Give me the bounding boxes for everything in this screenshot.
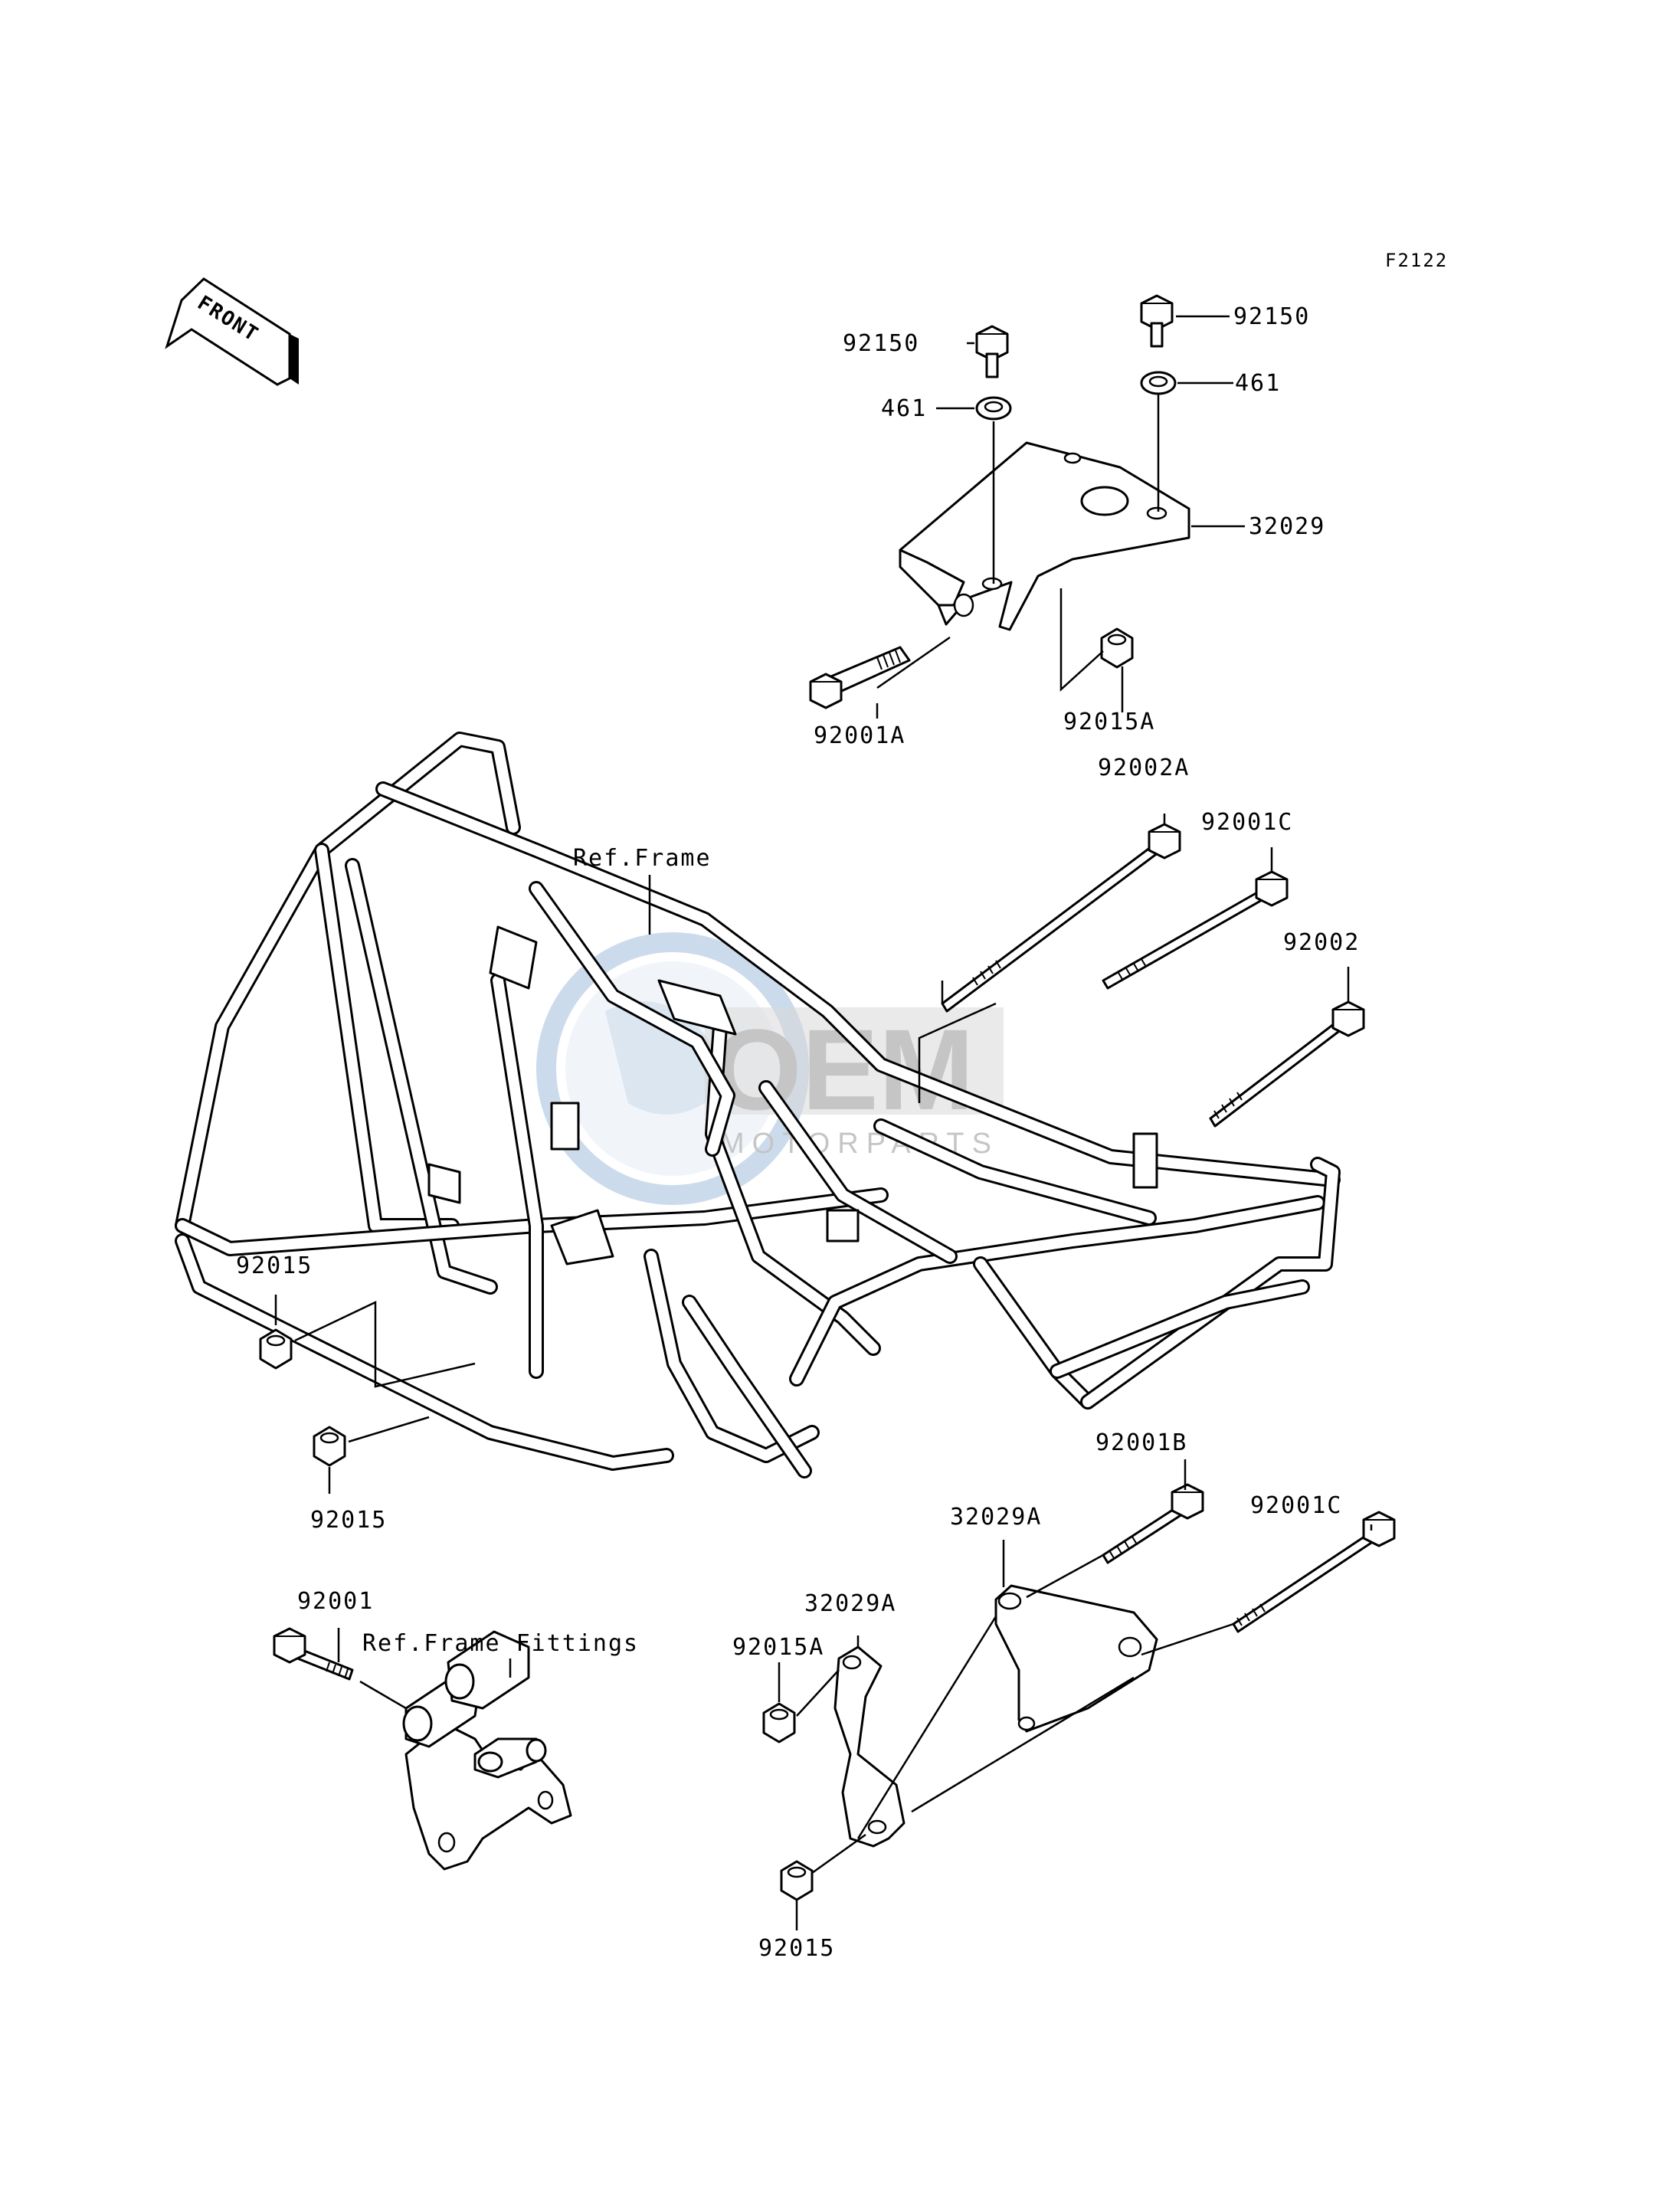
nut-92015A-top-icon <box>1100 627 1134 669</box>
bolt-92001A-icon <box>809 646 911 709</box>
washer-461-left-icon <box>975 396 1012 421</box>
nut-92015-lower-icon <box>313 1426 346 1467</box>
label-92015-upper: 92015 <box>236 1252 313 1279</box>
label-92001B: 92001B <box>1095 1429 1187 1456</box>
upper-bracket-assembly <box>809 294 1245 719</box>
bracket-32029A-upper <box>994 1584 1158 1733</box>
label-32029A-upper: 32029A <box>950 1504 1042 1531</box>
label-92150-right: 92150 <box>1233 303 1310 330</box>
label-92002: 92002 <box>1283 929 1360 956</box>
label-461-right: 461 <box>1235 370 1281 397</box>
bolt-92001C-lower-icon <box>1232 1511 1396 1633</box>
label-92015-bottom: 92015 <box>758 1935 835 1962</box>
nut-92015-upper-icon <box>259 1328 293 1370</box>
bolt-92002A-icon <box>941 823 1181 1013</box>
label-92015A-lower: 92015A <box>732 1634 824 1661</box>
label-32029: 32029 <box>1249 513 1325 540</box>
nut-92015A-lower-icon <box>762 1702 796 1744</box>
label-92015-lower: 92015 <box>310 1507 387 1534</box>
label-92001A: 92001A <box>814 722 905 749</box>
frame-fittings <box>402 1630 572 1871</box>
label-ref-frame: Ref.Frame <box>573 845 712 872</box>
bracket-32029 <box>899 441 1190 631</box>
bolt-92001-icon <box>273 1627 354 1681</box>
main-frame <box>175 732 1341 1478</box>
nut-92015-bottom-icon <box>780 1860 814 1901</box>
bracket-32029A-lower <box>833 1645 905 1848</box>
label-461-left: 461 <box>881 395 927 422</box>
bolt-92001C-upper-icon <box>1102 870 1289 990</box>
label-ref-frame-fittings: Ref.Frame Fittings <box>362 1630 639 1657</box>
label-92001: 92001 <box>297 1588 374 1615</box>
label-92001C-lower: 92001C <box>1250 1492 1342 1519</box>
bolt-92002-icon <box>1209 1000 1365 1128</box>
label-92002A: 92002A <box>1098 755 1190 781</box>
label-32029A-lower: 32029A <box>804 1590 896 1617</box>
label-92150-left: 92150 <box>843 330 919 357</box>
diagram-code: F2122 <box>1385 250 1448 271</box>
bolt-92001B-icon <box>1102 1483 1204 1564</box>
washer-461-right-icon <box>1140 371 1177 395</box>
label-92015A-top: 92015A <box>1063 709 1155 735</box>
front-arrow-icon: FRONT <box>165 277 299 386</box>
label-92001C-upper: 92001C <box>1201 809 1293 836</box>
